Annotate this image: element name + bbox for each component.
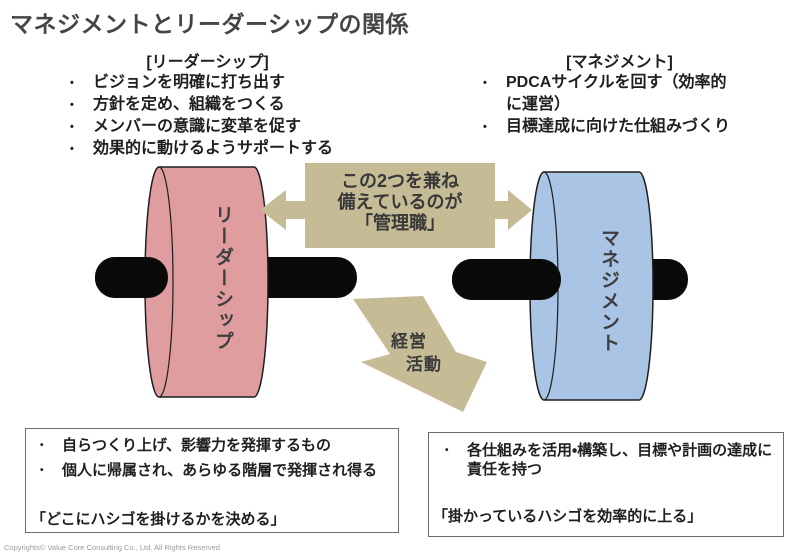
bullet-icon: • (70, 121, 74, 133)
bullet-icon: • (445, 445, 449, 456)
list-item-label: 自らつくり上げ、影響力を発揮するもの (62, 437, 331, 454)
list-item-label: 目標達成に向けた仕組みづくり (506, 118, 731, 135)
center-box-line: この2つを兼ね (340, 171, 459, 191)
arrow-right-icon (494, 190, 532, 230)
management-wheel (529, 171, 654, 401)
activity-arrow-icon (353, 296, 487, 412)
axle-cap-right (452, 259, 561, 300)
leadership-wheel-label: リーダーシップ (212, 205, 233, 352)
arrow-left-icon (260, 190, 306, 230)
activity-label-line2: 活動 (406, 355, 442, 374)
list-item-label: メンバーの意識に変革を促す (93, 118, 302, 135)
list-item-line: に運営） (506, 96, 571, 113)
list-item-label: 効果的に動けるようサポートする (93, 140, 334, 157)
bullet-icon: • (70, 77, 74, 89)
management-list-header: [マネジメント] (566, 54, 673, 71)
list-item: • 自らつくり上げ、影響力を発揮するもの (40, 436, 331, 456)
list-item: • 個人に帰属され、あらゆる階層で発揮され得る (40, 461, 377, 481)
bullet-icon: • (483, 77, 487, 89)
axle-cap-left (95, 257, 168, 298)
bullet-icon: • (40, 465, 44, 476)
list-item-label: 方針を定め、組織をつくる (93, 96, 285, 113)
management-note-box: • 各仕組みを活用・構築し、目標や計画の達成に 責任を持つ 「掛かっているハシゴ… (428, 432, 784, 537)
leadership-wheel (144, 166, 269, 398)
list-item-line: PDCAサイクルを回す（効率的 (506, 74, 727, 91)
copyright-text: Copyrights© Value Core Consulting Co., L… (4, 543, 222, 552)
center-box-caption: この2つを兼ね 備えているのが 「管理職」 (305, 171, 495, 234)
list-item: • 方針を定め、組織をつくる (70, 94, 285, 116)
list-item: • 各仕組みを活用・構築し、目標や計画の達成に 責任を持つ (445, 441, 772, 479)
leadership-note-quote: 「どこにハシゴを掛けるかを決める」 (31, 511, 286, 528)
bullet-icon: • (483, 121, 487, 133)
list-item-line: 責任を持つ (467, 461, 543, 478)
list-item-label: PDCAサイクルを回す（効率的 に運営） (506, 72, 727, 116)
activity-label-line1: 経営 (391, 332, 427, 351)
list-item: • ビジョンを明確に打ち出す (70, 72, 285, 94)
list-item-label: ビジョンを明確に打ち出す (93, 74, 286, 91)
list-item: • メンバーの意識に変革を促す (70, 116, 301, 138)
list-item: • 効果的に動けるようサポートする (70, 138, 333, 160)
list-item: • 目標達成に向けた仕組みづくり (483, 116, 730, 138)
leadership-wheel-rim (158, 166, 174, 398)
center-label-box (305, 163, 495, 248)
page-title: マネジメントとリーダーシップの関係 (10, 11, 410, 37)
center-box-line: 「管理職」 (355, 213, 445, 233)
bullet-icon: • (70, 99, 74, 111)
leadership-note-box: • 自らつくり上げ、影響力を発揮するもの • 個人に帰属され、あらゆる階層で発揮… (25, 428, 399, 533)
leadership-list-header: [リーダーシップ] (146, 54, 269, 71)
list-item-line: 各仕組みを活用・構築し、目標や計画の達成に (467, 442, 773, 459)
management-wheel-label: マネジメント (598, 228, 619, 354)
center-box-line: 備えているのが (337, 192, 463, 212)
bullet-icon: • (70, 143, 74, 155)
list-item-label: 各仕組みを活用・構築し、目標や計画の達成に 責任を持つ (467, 441, 772, 479)
bullet-icon: • (40, 440, 44, 451)
list-item: • PDCAサイクルを回す（効率的 に運営） (483, 72, 727, 116)
list-item-label: 個人に帰属され、あらゆる階層で発揮され得る (62, 462, 378, 479)
management-note-quote: 「掛かっているハシゴを効率的に上る」 (433, 508, 703, 525)
